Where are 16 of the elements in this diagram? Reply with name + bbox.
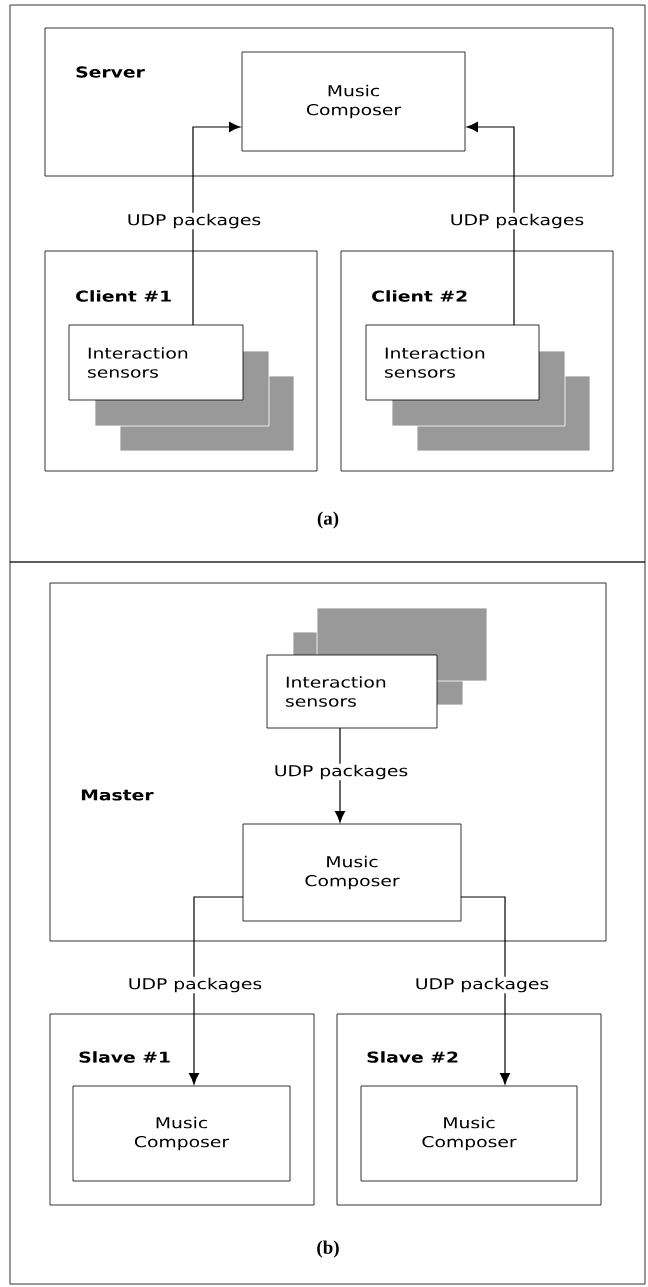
component-box: Music Composer [72,1085,291,1182]
edge-label: UDP packages [128,213,261,229]
arrow [189,896,244,1085]
edge-label: UDP packages [416,977,549,993]
arrow [460,896,510,1085]
edge-label: UDP packages [129,977,262,993]
sensor-box: Interaction sensors [365,324,540,401]
arrow [335,727,345,823]
arrow [192,122,241,326]
sensor-box: Interaction sensors [68,324,244,401]
component-box: Music Composer [360,1085,578,1182]
arrow [466,122,515,326]
component-box: Music Composer [241,51,466,152]
edge-label: UDP packages [451,213,584,229]
edge-label: UDP packages [275,764,408,780]
component-box: Music Composer [242,823,462,922]
